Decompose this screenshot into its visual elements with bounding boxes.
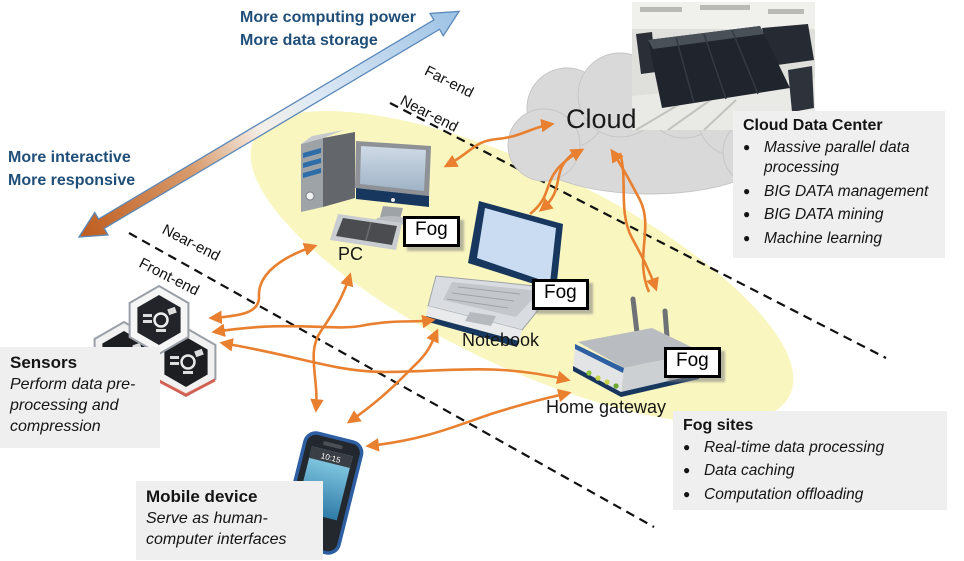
arrow-pc-cloud xyxy=(443,118,555,168)
axis-label-computing-power: More computing power More data storage xyxy=(240,6,416,52)
bullet-text: Machine learning xyxy=(764,229,883,247)
list-item: ● BIG DATA mining xyxy=(743,205,935,225)
mobile-device-box: Mobile device Serve as human-computer in… xyxy=(136,481,323,560)
cloud-data-center-title: Cloud Data Center xyxy=(743,117,883,134)
axis-line-2: More data storage xyxy=(240,32,378,50)
connection-arrows xyxy=(208,118,659,452)
axis-label-interactive: More interactive More responsive xyxy=(8,146,135,192)
notebook-icon xyxy=(425,201,563,347)
bullet-icon: ● xyxy=(743,140,751,154)
pc-label: PC xyxy=(338,244,364,264)
bullet-text: Real-time data processing xyxy=(704,439,885,456)
bullet-icon: ● xyxy=(743,230,751,245)
bullet-text: Computation offloading xyxy=(704,485,864,503)
bullet-icon: ● xyxy=(683,463,691,478)
axis-line-1: More computing power xyxy=(240,9,416,26)
arrow-cloud-to-gateway xyxy=(618,152,659,292)
list-item: ● Massive parallel data processing xyxy=(743,138,935,179)
mobile-device-description: Serve as human-computer interfaces xyxy=(146,510,287,548)
arrow-mobile-notebook xyxy=(346,328,439,424)
bullet-icon: ● xyxy=(683,486,691,501)
bullet-text: Data caching xyxy=(704,462,795,480)
arrow-mobile-pc xyxy=(310,272,354,413)
axis-line-1: More interactive xyxy=(8,149,131,166)
axis-line-2: More responsive xyxy=(8,172,136,190)
arrow-cloud-to-notebook xyxy=(538,150,576,212)
sensors-box: Sensors Perform data pre-processing and … xyxy=(0,347,160,448)
bullet-icon: ● xyxy=(743,207,751,222)
list-item: ● Data caching xyxy=(683,461,937,481)
fog-sites-box: Fog sites ● Real-time data processing ● Da… xyxy=(673,411,947,510)
bullet-icon: ● xyxy=(743,183,751,198)
bullet-text: BIG DATA management xyxy=(764,182,929,200)
fog-badge-pc: Fog xyxy=(403,216,460,247)
list-item: ● BIG DATA management xyxy=(743,182,935,202)
fog-badge-gateway: Fog xyxy=(664,347,721,378)
list-item: ● Machine learning xyxy=(743,229,935,249)
fog-badge-notebook: Fog xyxy=(532,279,589,310)
fog-sites-title: Fog sites xyxy=(683,417,754,434)
sensors-title: Sensors xyxy=(10,353,78,372)
sensors-description: Perform data pre-processing and compress… xyxy=(10,376,136,435)
cloud-label: Cloud xyxy=(566,104,637,134)
bullet-text: BIG DATA mining xyxy=(764,206,884,224)
mobile-device-title: Mobile device xyxy=(146,487,258,506)
list-item: ● Computation offloading xyxy=(683,485,937,505)
list-item: ● Real-time data processing xyxy=(683,438,937,458)
gateway-label: Home gateway xyxy=(546,397,667,417)
gradient-scale-arrow xyxy=(77,10,461,238)
cloud-data-center-box: Cloud Data Center ● Massive parallel data… xyxy=(733,111,945,258)
bullet-icon: ● xyxy=(683,440,691,454)
arrow-mobile-gateway xyxy=(365,388,572,452)
bullet-text: Massive parallel data processing xyxy=(764,139,910,177)
pc-icon xyxy=(301,130,431,250)
notebook-label: Notebook xyxy=(462,330,540,350)
